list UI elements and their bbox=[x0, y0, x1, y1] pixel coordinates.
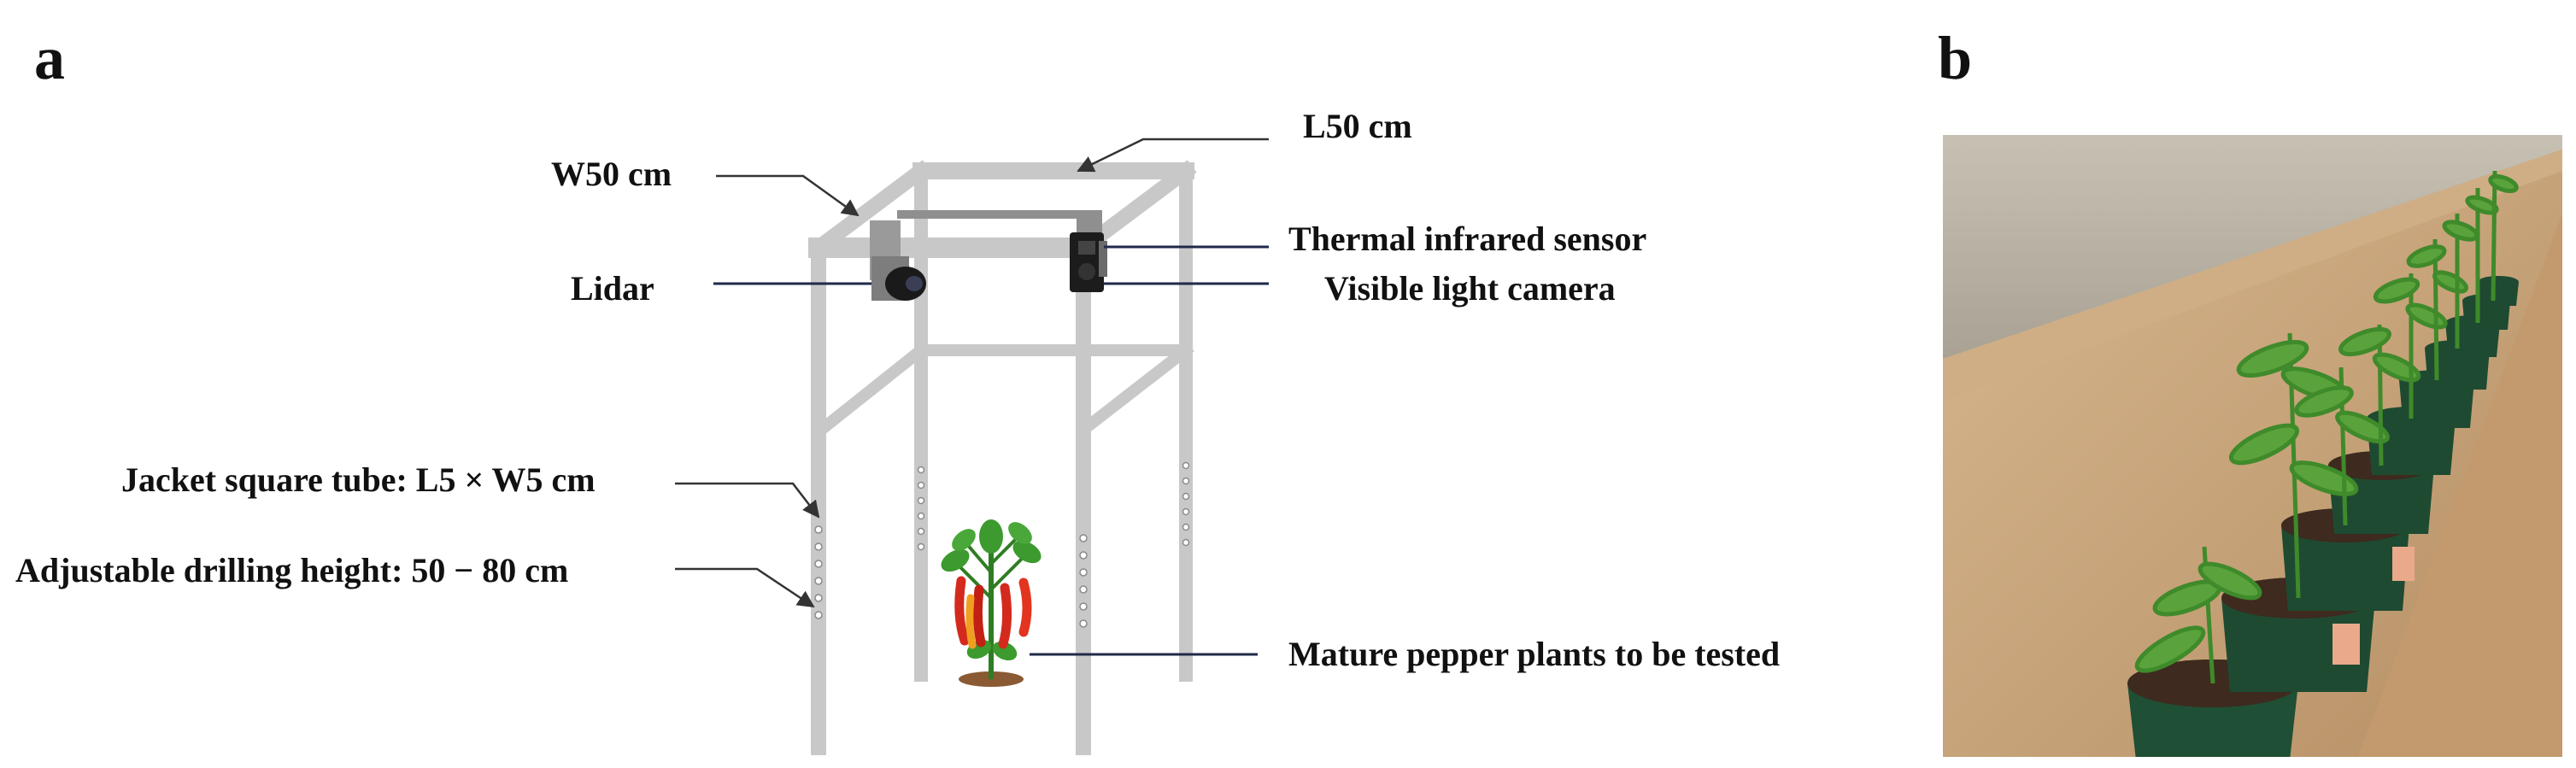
label-visible-camera: Visible light camera bbox=[1324, 269, 1616, 308]
frame-diagram bbox=[675, 138, 1269, 755]
pepper-plants-row bbox=[2134, 170, 2519, 684]
drill-holes bbox=[814, 461, 1190, 628]
label-drilling-height: Adjustable drilling height: 50 − 80 cm bbox=[15, 551, 569, 589]
camera-device bbox=[1070, 232, 1107, 292]
leader-lines bbox=[713, 245, 1269, 656]
panel-label-b: b bbox=[1938, 24, 1973, 92]
frame-front bbox=[808, 237, 1094, 755]
panel-label-a: a bbox=[34, 24, 65, 92]
arrow-lines bbox=[675, 138, 1269, 608]
label-length: L50 cm bbox=[1303, 107, 1412, 145]
label-width: W50 cm bbox=[551, 155, 672, 193]
pepper-plant bbox=[941, 519, 1042, 687]
label-square-tube: Jacket square tube: L5 × W5 cm bbox=[121, 460, 596, 499]
label-pepper-plants: Mature pepper plants to be tested bbox=[1288, 635, 1781, 673]
lidar-device bbox=[871, 256, 926, 301]
label-thermal-sensor: Thermal infrared sensor bbox=[1288, 220, 1647, 258]
label-lidar: Lidar bbox=[571, 269, 654, 308]
